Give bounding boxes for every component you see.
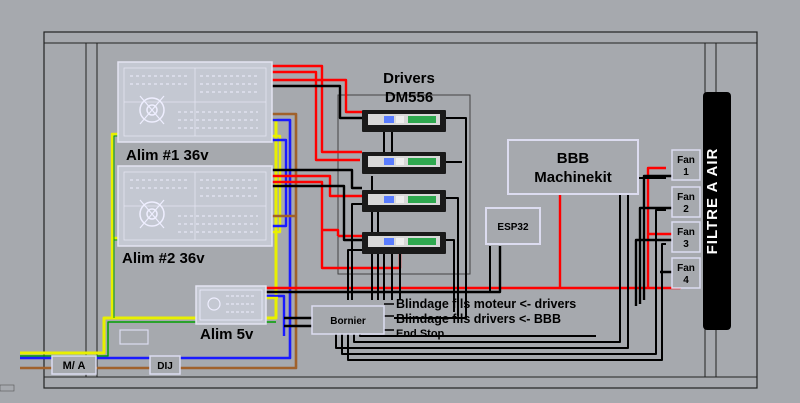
dij-label: DIJ: [157, 361, 173, 372]
bbb-box: [507, 139, 639, 195]
fan-2-label: Fan: [677, 192, 695, 203]
dij-box: [149, 355, 181, 375]
alim5-label: Alim 5v: [200, 326, 254, 343]
alim1-label: Alim #1 36v: [126, 147, 209, 164]
fan-3: [671, 221, 701, 253]
note-blindage-drivers: Blindage fils drivers <- BBB: [396, 312, 561, 326]
bornier-label: Bornier: [330, 316, 366, 327]
driver-3: [362, 190, 446, 212]
power-supply-5v: [195, 285, 267, 325]
power-supply-2: [117, 165, 273, 247]
note-blindage-moteur: Blindage fils moteur <- drivers: [396, 297, 576, 311]
alim2-label: Alim #2 36v: [122, 250, 205, 267]
wires: [20, 64, 682, 370]
note-end-stop: End Stop: [396, 328, 445, 340]
ma-label: M/ A: [63, 360, 86, 372]
bbb-label-line2: Machinekit: [534, 169, 612, 186]
bornier-box: [311, 305, 385, 335]
earth-connector: [119, 329, 149, 345]
driver-4: [362, 232, 446, 254]
fan-1-label: Fan: [677, 155, 695, 166]
esp32-box: [485, 207, 541, 245]
drivers-title-line2: DM556: [385, 89, 433, 106]
fan-1-number: 1: [683, 167, 689, 178]
drivers-title-line1: Drivers: [383, 70, 435, 87]
esp32-label: ESP32: [497, 222, 529, 233]
fan-2-number: 2: [683, 204, 689, 215]
fan-2: [671, 186, 701, 218]
driver-1: [362, 110, 446, 132]
bbb-label-line1: BBB: [557, 150, 590, 167]
fan-4-number: 4: [683, 275, 689, 286]
driver-2: [362, 152, 446, 174]
fan-4: [671, 257, 701, 289]
air-filter: [703, 92, 731, 330]
fan-4-label: Fan: [677, 263, 695, 274]
power-supply-1: [117, 61, 273, 143]
fan-3-number: 3: [683, 239, 689, 250]
fan-3-label: Fan: [677, 227, 695, 238]
fan-1: [671, 149, 701, 181]
drivers-enclosure: [337, 94, 471, 275]
air-filter-label: FILTRE A AIR: [704, 148, 721, 255]
ma-switch-box: [51, 355, 97, 375]
